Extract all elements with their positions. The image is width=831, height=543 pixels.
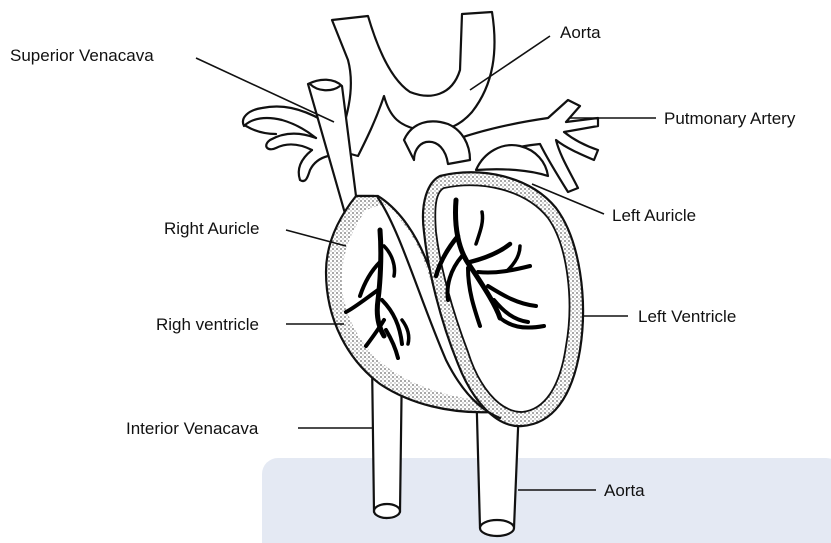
label-left-auricle: Left Auricle [612, 206, 696, 225]
label-pulmonary-artery: Putmonary Artery [664, 109, 796, 128]
pulmonary-trunk [404, 121, 470, 164]
label-right-ventricle: Righ ventricle [156, 315, 259, 334]
left-pulmonary-branches [243, 107, 328, 182]
label-aorta-top: Aorta [560, 23, 601, 42]
label-interior-venacava: Interior Venacava [126, 419, 259, 438]
overlay-panel [262, 458, 831, 543]
left-auricle [476, 145, 548, 176]
label-aorta-bottom: Aorta [604, 481, 645, 500]
label-left-ventricle: Left Ventricle [638, 307, 736, 326]
label-right-auricle: Right Auricle [164, 219, 259, 238]
label-superior-venacava: Superior Venacava [10, 46, 154, 65]
